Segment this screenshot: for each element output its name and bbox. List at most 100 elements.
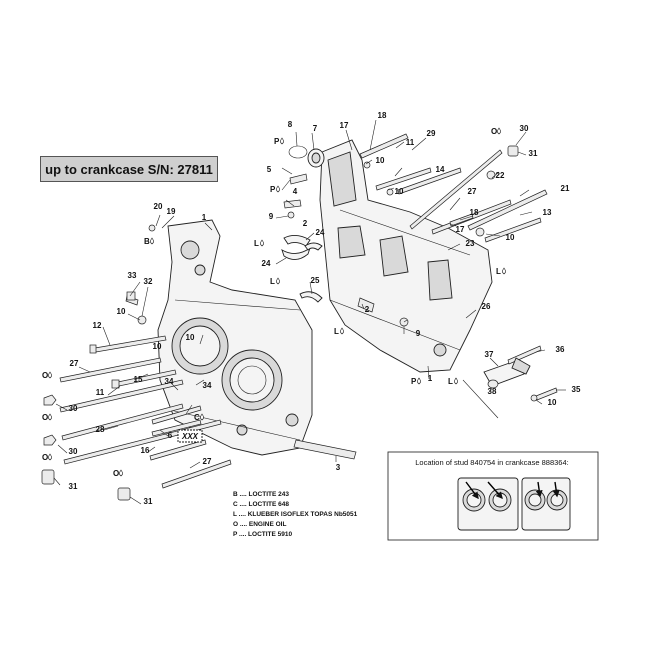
callout-10-4: 10 <box>376 156 385 165</box>
serial-number-note: up to crankcase S/N: 27811 <box>40 156 218 182</box>
symbol-o-14: O <box>113 469 119 478</box>
symbol-p-8: P <box>411 377 417 386</box>
callout-9: 9 <box>269 212 274 221</box>
droplet-icon <box>48 453 52 461</box>
droplet-icon <box>48 371 52 379</box>
droplet-icon <box>200 413 204 421</box>
droplet-icon <box>497 127 501 135</box>
callout-32: 32 <box>144 277 153 286</box>
callout-10: 10 <box>117 307 126 316</box>
callout-22: 22 <box>496 171 505 180</box>
symbol-p-3: P <box>270 185 276 194</box>
symbol-o-12: O <box>42 413 48 422</box>
callout-10-5: 10 <box>395 187 404 196</box>
droplet-icon <box>150 237 154 245</box>
droplet-icon <box>280 137 284 145</box>
callout-34-2: 34 <box>203 381 212 390</box>
callout-24-2: 24 <box>262 259 271 268</box>
symbol-l-6: L <box>334 327 339 336</box>
callout-25: 25 <box>311 276 320 285</box>
callout-31-2: 31 <box>69 482 78 491</box>
legend: B .... LOCTITE 243 C .... LOCTITE 648 L … <box>233 491 358 538</box>
callout-10-7: 10 <box>548 398 557 407</box>
callout-12: 12 <box>93 321 102 330</box>
symbol-l-5: L <box>270 277 275 286</box>
droplet-icon <box>417 377 421 385</box>
legend-l: L .... KLUEBER ISOFLEX TOPAS Nb5051 <box>233 511 358 518</box>
symbol-o-11: O <box>42 371 48 380</box>
callout-31: 31 <box>529 149 538 158</box>
symbol-p-2: P <box>274 137 280 146</box>
callout-8: 8 <box>288 120 293 129</box>
callout-10-2: 10 <box>153 342 162 351</box>
callout-15: 15 <box>134 375 143 384</box>
inset-title: Location of stud 840754 in crankcase 888… <box>415 458 569 467</box>
symbol-l-9: L <box>448 377 453 386</box>
droplet-icon <box>119 469 123 477</box>
symbol-c-10: C <box>194 413 200 422</box>
callout-28: 28 <box>96 425 105 434</box>
seal-parts-top <box>288 145 325 168</box>
legend-o: O .... ENGINE OIL <box>233 521 286 528</box>
droplet-icon <box>276 277 280 285</box>
callout-6: 6 <box>168 431 173 440</box>
symbol-o-13: O <box>42 453 48 462</box>
callout-30-2: 30 <box>69 404 78 413</box>
callout-17: 17 <box>340 121 349 130</box>
callout-7: 7 <box>313 124 318 133</box>
callout-27: 27 <box>70 359 79 368</box>
callout-2-2: 2 <box>365 305 370 314</box>
callout-14: 14 <box>436 165 445 174</box>
callout-5: 5 <box>267 165 272 174</box>
callout-4: 4 <box>293 187 298 196</box>
callout-26: 26 <box>482 302 491 311</box>
stud-location-inset <box>387 451 599 541</box>
xxx-marking-label: XXX <box>181 432 199 441</box>
callout-18-2: 18 <box>470 208 479 217</box>
callout-33: 33 <box>128 271 137 280</box>
callout-9-2: 9 <box>416 329 421 338</box>
callout-numbers: 1122345678991010101010101011111213141516… <box>69 111 581 506</box>
callout-20: 20 <box>154 202 163 211</box>
callout-38: 38 <box>488 387 497 396</box>
inset-view-right <box>521 477 571 531</box>
callout-34: 34 <box>165 377 174 386</box>
callout-10-3: 10 <box>186 333 195 342</box>
symbol-l-4: L <box>254 239 259 248</box>
callout-10-6: 10 <box>506 233 515 242</box>
callout-11-2: 11 <box>96 388 105 397</box>
callout-17-2: 17 <box>456 225 465 234</box>
xxx-marking: XXX <box>177 429 203 443</box>
droplet-icon <box>454 377 458 385</box>
legend-p: P .... LOCTITE 5910 <box>233 531 293 538</box>
bearing-shells <box>281 235 323 303</box>
callout-35: 35 <box>572 385 581 394</box>
droplet-icon <box>276 185 280 193</box>
droplet-icon <box>340 327 344 335</box>
callout-30: 30 <box>520 124 529 133</box>
callout-29: 29 <box>427 129 436 138</box>
callout-36: 36 <box>556 345 565 354</box>
callout-18: 18 <box>378 111 387 120</box>
callout-21: 21 <box>561 184 570 193</box>
callout-30-3: 30 <box>69 447 78 456</box>
callout-2: 2 <box>303 219 308 228</box>
callout-31-3: 31 <box>144 497 153 506</box>
droplet-icon <box>260 239 264 247</box>
legend-c: C .... LOCTITE 648 <box>233 501 289 508</box>
callout-16: 16 <box>141 446 150 455</box>
callout-19: 19 <box>167 207 176 216</box>
droplet-icon <box>502 267 506 275</box>
callout-27-3: 27 <box>203 457 212 466</box>
bracket-37 <box>462 345 558 419</box>
callout-11: 11 <box>406 138 415 147</box>
callout-37: 37 <box>485 350 494 359</box>
symbol-o-15: O <box>491 127 497 136</box>
leader-lines <box>53 119 566 505</box>
droplet-icon <box>48 413 52 421</box>
callout-3: 3 <box>336 463 341 472</box>
right-bolts <box>283 133 548 327</box>
shaft-3 <box>293 439 357 462</box>
